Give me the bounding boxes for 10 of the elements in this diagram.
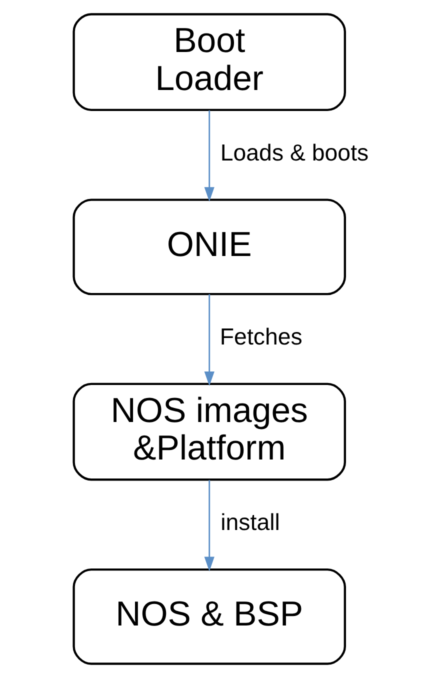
edge-label: Fetches [219, 324, 302, 350]
edge-label: install [220, 509, 280, 536]
arrow [204, 294, 214, 386]
node-box: ONIE [72, 198, 346, 296]
edge-label: Loads & boots [220, 139, 368, 166]
arrow [204, 110, 214, 202]
node-box: NOS images &Platform [72, 382, 346, 481]
arrow [204, 480, 214, 572]
node-box: Boot Loader [72, 13, 346, 111]
node-box: NOS & BSP [72, 568, 346, 665]
